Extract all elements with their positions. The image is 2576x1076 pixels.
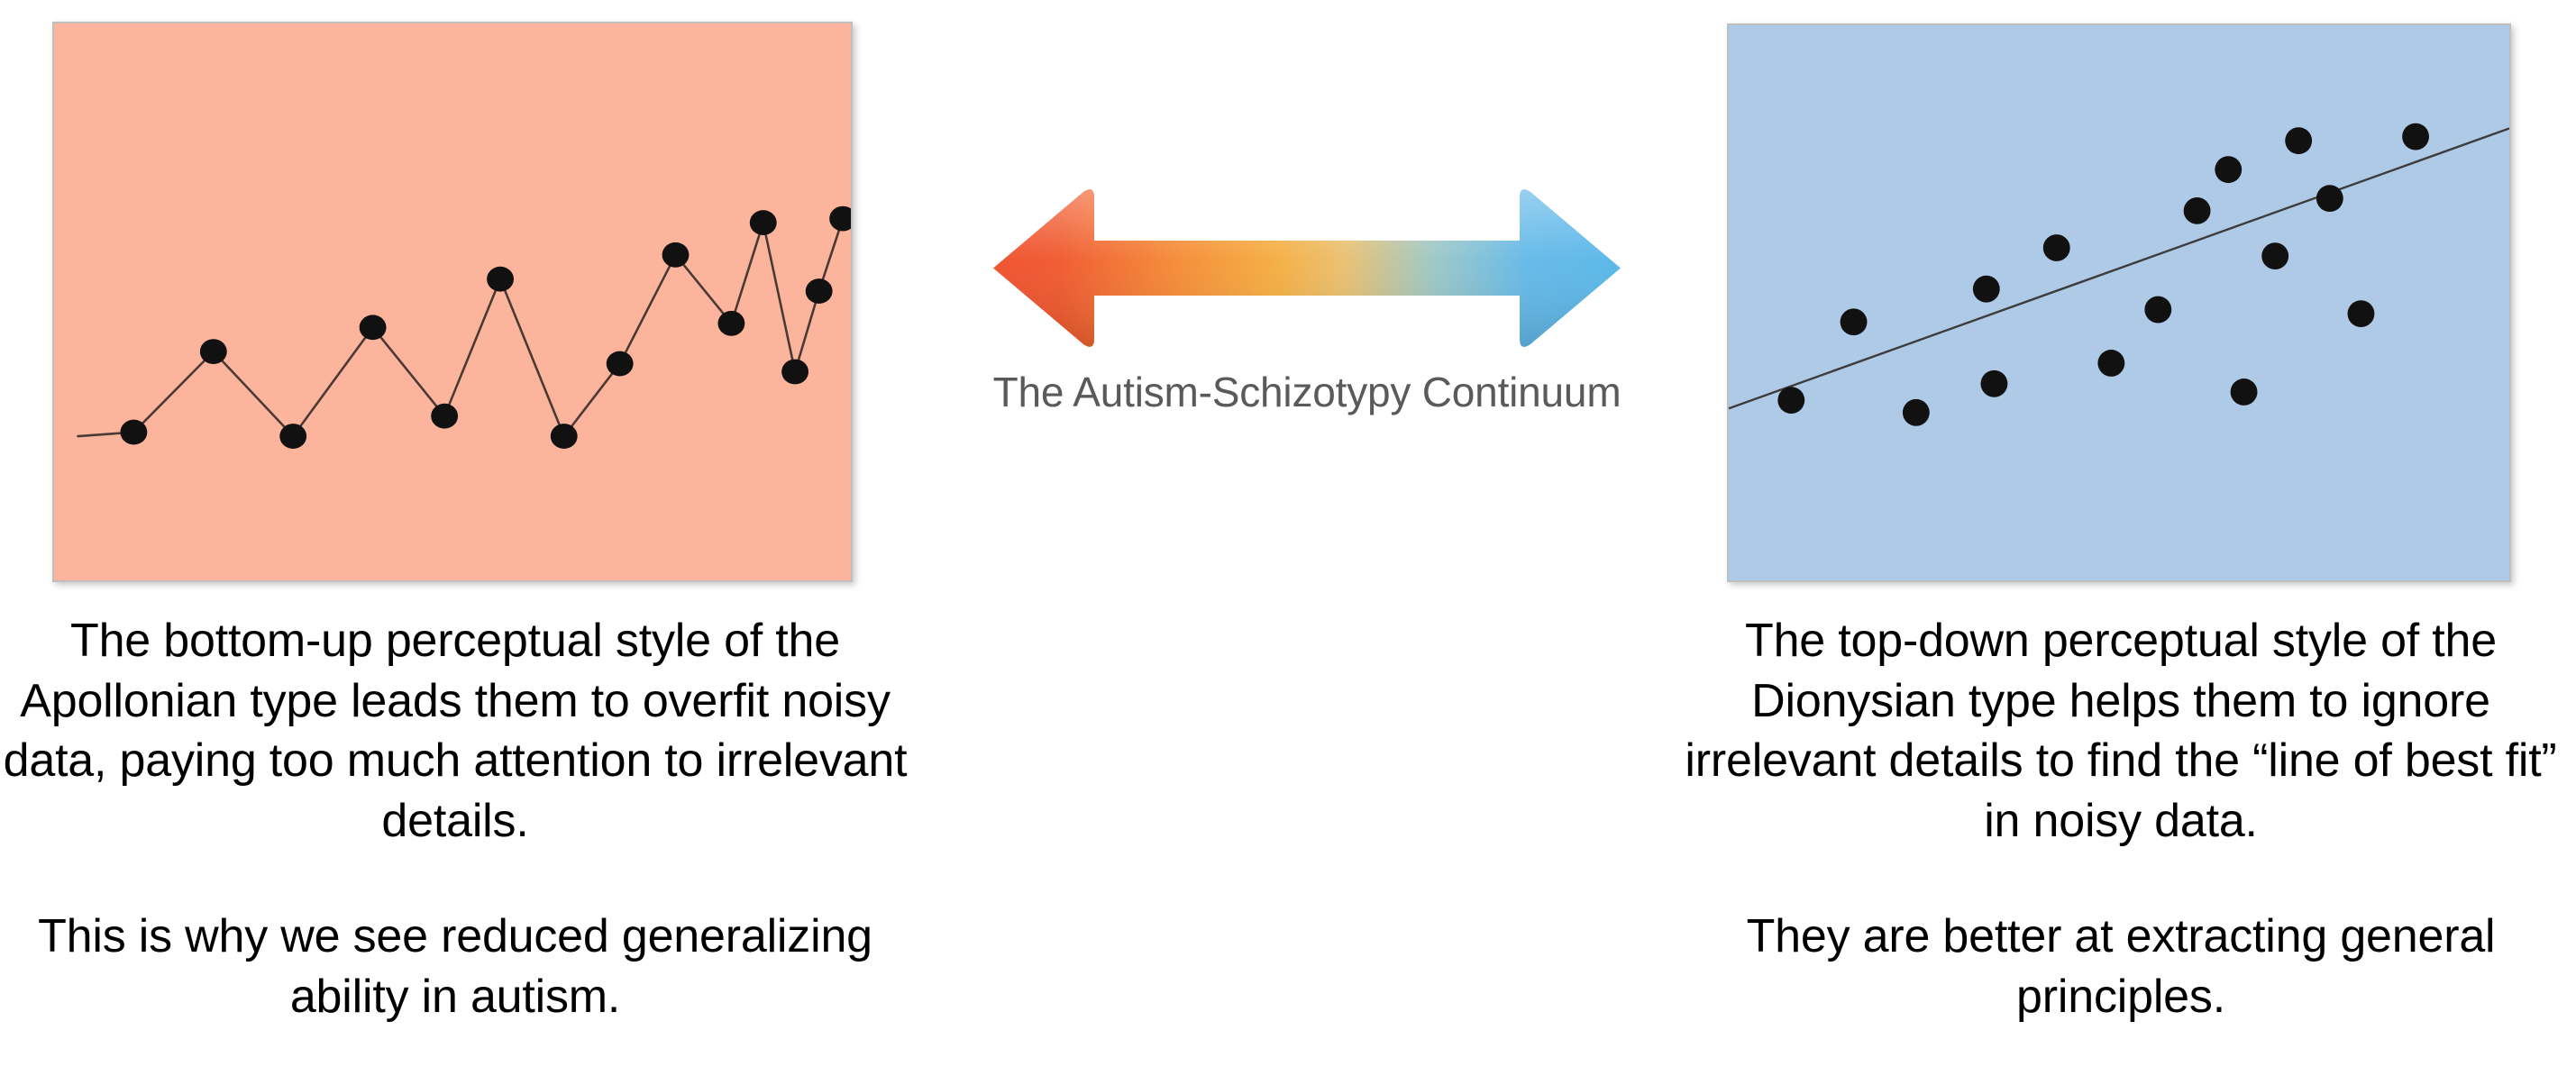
continuum-group: The Autism-Schizotypy Continuum — [919, 185, 1694, 455]
data-point — [662, 242, 690, 268]
data-point — [2144, 296, 2172, 324]
data-point — [2316, 185, 2343, 213]
data-point — [1777, 387, 1805, 415]
overfit-noisy-line-chart — [77, 205, 851, 449]
scatter-data-points — [1777, 123, 2430, 426]
data-point — [717, 310, 745, 336]
left-caption: The bottom-up perceptual style of the Ap… — [0, 611, 910, 1026]
arrow-highlight — [993, 189, 1621, 347]
data-point — [431, 403, 459, 429]
line-of-best-fit — [1729, 127, 2509, 410]
data-point — [1902, 398, 1930, 426]
data-point — [781, 359, 809, 385]
data-point — [120, 419, 148, 445]
data-point — [1972, 275, 2000, 303]
data-point — [2097, 350, 2125, 377]
data-point — [2042, 234, 2070, 261]
data-point — [1980, 369, 2008, 397]
double-headed-gradient-arrow-icon — [993, 189, 1621, 347]
right-chart-panel — [1727, 23, 2511, 582]
data-point — [2347, 300, 2375, 328]
data-point — [2215, 156, 2243, 184]
data-point — [2285, 127, 2313, 155]
data-point — [2402, 123, 2430, 150]
left-chart-panel — [52, 22, 853, 582]
data-point — [199, 339, 227, 365]
data-point — [2261, 242, 2289, 270]
overfit-data-points — [120, 205, 851, 449]
data-point — [1840, 308, 1868, 336]
data-point — [2183, 196, 2211, 224]
left-caption-paragraph-2: This is why we see reduced generalizing … — [38, 910, 872, 1023]
data-point — [487, 266, 514, 292]
overfit-curve-path — [77, 217, 845, 438]
right-caption-paragraph-1: The top-down perceptual style of the Dio… — [1685, 615, 2557, 847]
data-point — [829, 205, 851, 232]
right-caption-paragraph-2: They are better at extracting general pr… — [1746, 910, 2496, 1023]
data-point — [749, 210, 777, 235]
data-point — [2230, 378, 2258, 406]
line-of-best-fit-scatter-chart — [1729, 123, 2509, 426]
left-caption-paragraph-1: The bottom-up perceptual style of the Ap… — [3, 615, 908, 847]
data-point — [359, 315, 387, 341]
right-caption: The top-down perceptual style of the Dio… — [1666, 611, 2576, 1026]
data-point — [550, 424, 578, 449]
data-point — [805, 278, 833, 304]
data-point — [279, 424, 307, 449]
continuum-label: The Autism-Schizotypy Continuum — [992, 369, 1621, 415]
data-point — [606, 351, 634, 377]
